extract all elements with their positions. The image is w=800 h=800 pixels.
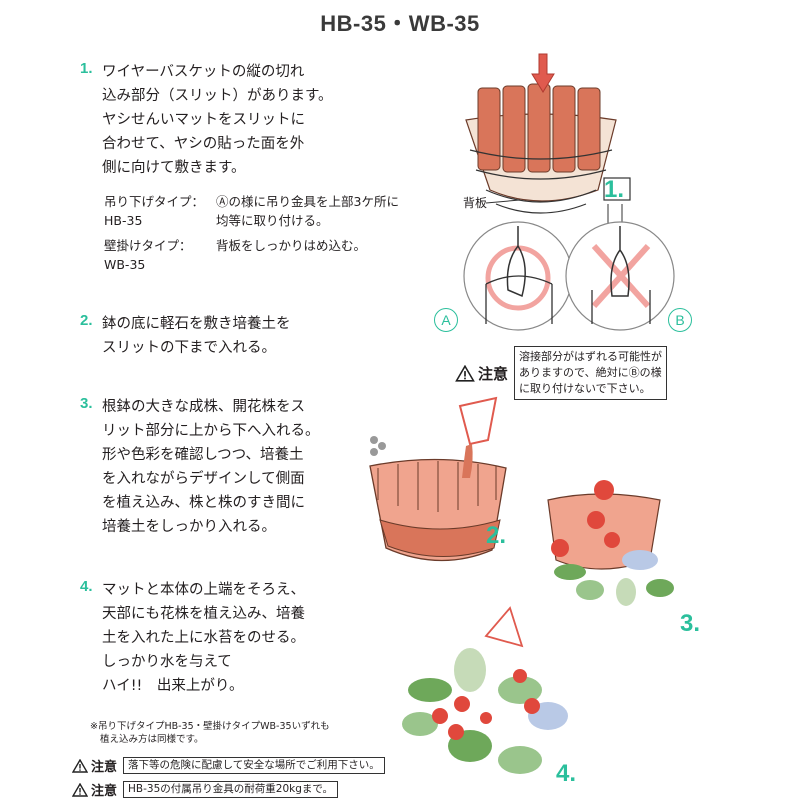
step-line: 込み部分（スリット）があります。 [102, 88, 333, 104]
warning-line: ありますので、絶対にⒷの様 [519, 366, 662, 379]
warning-label: 注意 [478, 364, 509, 383]
type-hanging: 吊り下げタイプ： Ⓐの様に吊り金具を上部3ケ所に HB-35 均等に取り付ける。 [104, 192, 399, 230]
circle-label-a: A [434, 308, 458, 332]
step-line: 側に向けて敷きます。 [102, 160, 246, 176]
figure-label-4: 4. [556, 760, 577, 787]
note-line: ※吊り下げタイプHB-35・壁掛けタイプWB-35いずれも [90, 721, 330, 732]
step-line: 鉢の底に軽石を敷き培養土を [102, 316, 291, 332]
step-line: 培養土をしっかり入れる。 [102, 519, 276, 535]
finished-basket-illustration [402, 606, 568, 774]
step-line: 形や色彩を確認しつつ、培養土 [102, 447, 304, 463]
note-line: 植え込み方は同様です。 [100, 734, 204, 745]
caution-label: 注意 [91, 784, 118, 799]
step-number: 2. [80, 312, 93, 329]
figure-label-3: 3. [680, 610, 701, 637]
type-desc: 背板をしっかりはめ込む。 [216, 238, 367, 253]
figure-label-2: 2. [486, 522, 507, 549]
step-line: 土を入れた上に水苔をのせる。 [102, 630, 305, 646]
basket-mat-illustration [465, 53, 631, 230]
planted-side-illustration [547, 480, 674, 606]
warning-icon [455, 364, 475, 382]
step-line: しっかり水を与えて [102, 654, 232, 670]
caution-label: 注意 [91, 760, 118, 775]
caution-text: HB-35の付属吊り金具の耐荷重20kgまで。 [123, 781, 338, 798]
type-desc: Ⓐの様に吊り金具を上部3ケ所に [216, 194, 399, 209]
warning-line: 溶接部分がはずれる可能性が [519, 350, 663, 363]
pour-soil-illustration [369, 396, 507, 562]
step-line: リット部分に上から下へ入れる。 [102, 423, 320, 439]
step-line: ワイヤーバスケットの縦の切れ [102, 64, 305, 80]
warning-icon [72, 758, 88, 773]
step-number: 4. [80, 578, 93, 595]
step-line: 合わせて、ヤシの貼った面を外 [102, 136, 305, 152]
step-line: を入れながらデザインして側面 [102, 471, 305, 487]
caution-1: 注意 落下等の危険に配慮して安全な場所でご利用下さい。 [72, 756, 385, 775]
step-line: 天部にも花株を植え込み、培養 [102, 606, 305, 622]
figure-label-1: 1. [604, 176, 625, 203]
type-desc: 均等に取り付ける。 [216, 213, 329, 228]
step-line: マットと本体の上端をそろえ、 [102, 582, 305, 598]
applies-note: ※吊り下げタイプHB-35・壁掛けタイプWB-35いずれも 植え込み方は同様です… [90, 720, 330, 746]
back-panel-label: 背板 [463, 196, 488, 210]
type-model: HB-35 [104, 213, 143, 228]
step-number: 1. [80, 60, 93, 77]
type-model: WB-35 [104, 257, 146, 272]
step-line: を植え込み、株と株のすき間に [102, 495, 305, 511]
hook-warning: 注意 溶接部分がはずれる可能性が ありますので、絶対にⒷの様 に取り付けないで下… [455, 346, 668, 400]
hook-detail-b [565, 221, 675, 331]
type-wall: 壁掛けタイプ： 背板をしっかりはめ込む。 WB-35 [104, 236, 366, 274]
hook-detail-a [463, 221, 573, 331]
type-key: 吊り下げタイプ： [104, 194, 205, 209]
step-line: ヤシせんいマットをスリットに [102, 112, 305, 128]
step-line: 根鉢の大きな成株、開花株をス [102, 399, 305, 415]
warning-icon [72, 782, 88, 797]
step-line: スリットの下まで入れる。 [102, 340, 276, 356]
type-key: 壁掛けタイプ： [104, 238, 192, 253]
step-number: 3. [80, 395, 93, 412]
page-title: HB-35・WB-35 [320, 11, 480, 36]
caution-text: 落下等の危険に配慮して安全な場所でご利用下さい。 [123, 757, 385, 774]
caution-2: 注意 HB-35の付属吊り金具の耐荷重20kgまで。 [72, 780, 338, 799]
circle-label-b: B [668, 308, 692, 332]
warning-line: に取り付けないで下さい。 [519, 382, 651, 395]
step-line: ハイ!! 出来上がり。 [102, 678, 244, 694]
